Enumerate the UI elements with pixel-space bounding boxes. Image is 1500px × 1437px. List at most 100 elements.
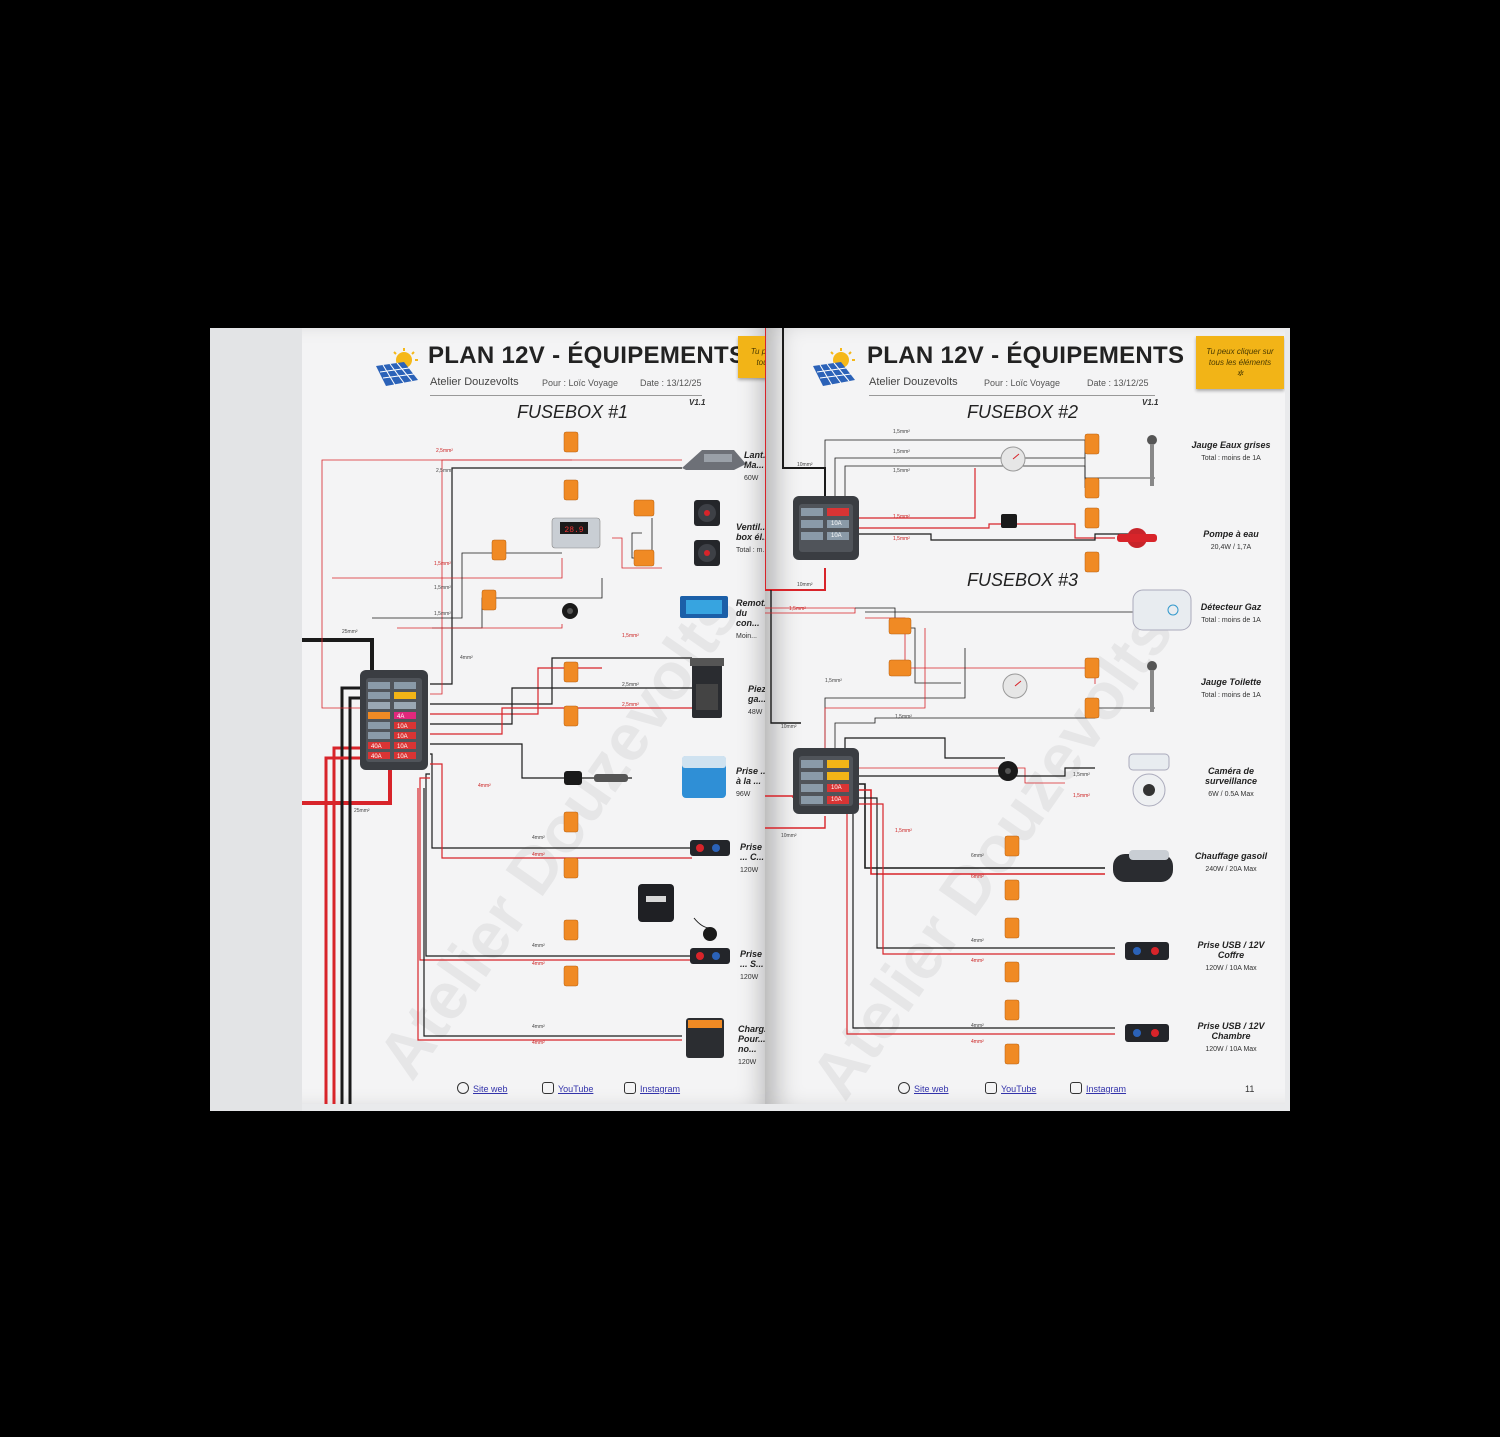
remote-controller-icon[interactable] [680, 596, 728, 618]
youtube-icon [542, 1082, 554, 1094]
wago-connectors [888, 433, 1100, 1065]
wire-gauge-label: 4mm² [532, 943, 545, 949]
wire-gauge-label: 1,5mm² [893, 468, 910, 474]
thermostat-display: 28.9 [564, 526, 583, 535]
wire-gauge-label: 1,5mm² [893, 429, 910, 435]
cooler-box-icon[interactable] [682, 756, 726, 798]
wire-gauge-label: 25mm² [342, 629, 358, 635]
fuse-rating: 40A [371, 744, 382, 750]
usb-adapter-icon[interactable] [693, 917, 717, 941]
fusebox-3-title: FUSEBOX #3 [967, 570, 1079, 590]
switch-icon[interactable] [562, 603, 578, 619]
usb-socket-panel-icon[interactable] [690, 948, 730, 964]
fusebox-1-title: FUSEBOX #1 [517, 402, 629, 422]
equipment-stove[interactable]: Piez... ga...48W [748, 684, 770, 716]
lantern-icon[interactable] [682, 450, 746, 470]
header-divider [869, 395, 1155, 396]
version-label: V1.1 [1142, 398, 1159, 407]
main-battery-cables [302, 638, 392, 1104]
equipment-usb-socket[interactable]: Prise ... C...120W [740, 842, 765, 874]
left-page: Atelier Douzevolts PLAN 12V - ÉQUIPEMENT… [302, 328, 770, 1104]
fuse-rating: 10A [831, 797, 842, 803]
wire-gauge-label: 2,5mm² [436, 468, 453, 474]
wire-gauge-label: 2,5mm² [622, 702, 639, 708]
fusebox-2-3-wiring-diagram [765, 328, 1192, 1065]
wire-gauge-label: 1,5mm² [1073, 772, 1090, 778]
level-sensor-icon[interactable] [1147, 435, 1157, 486]
wire-gauge-label: 25mm² [354, 808, 370, 814]
fusebox-2-title: FUSEBOX #2 [967, 402, 1079, 422]
thermostat-icon[interactable] [551, 517, 601, 549]
wire-gauge-label: 1,5mm² [895, 828, 912, 834]
solar-panel-logo-icon [376, 348, 418, 386]
stove-icon[interactable] [690, 658, 724, 718]
equipment-charger[interactable]: Charg... Pour... no...120W [738, 1024, 770, 1066]
power-station-icon[interactable] [638, 884, 674, 922]
fuse-rating: 10A [397, 724, 408, 730]
fuse-rating: 10A [397, 754, 408, 760]
client-name: Pour : Loïc Voyage [542, 378, 619, 388]
fusebox-2[interactable] [793, 496, 859, 560]
main-feed-cables [765, 328, 856, 829]
level-sensor-icon[interactable] [1147, 661, 1157, 712]
wire-gauge-label: 10mm² [781, 724, 797, 730]
switch-icon[interactable] [998, 761, 1018, 781]
fuse-slots-left [368, 682, 390, 759]
globe-icon [898, 1082, 910, 1094]
wire-gauge-label: 4mm² [532, 1040, 545, 1046]
fusebox-3[interactable] [793, 748, 859, 814]
wire-gauge-label: 4mm² [532, 852, 545, 858]
fan-icon[interactable] [694, 540, 720, 566]
fan-icon[interactable] [694, 500, 720, 526]
globe-icon [457, 1082, 469, 1094]
site-link[interactable]: Site web [898, 1082, 949, 1094]
youtube-link[interactable]: YouTube [985, 1082, 1036, 1094]
cigarette-socket-icon[interactable] [564, 771, 628, 785]
gauge-icon[interactable] [1000, 446, 1026, 472]
surveillance-camera-icon[interactable] [1128, 753, 1170, 807]
usb-socket-panel-icon[interactable] [690, 840, 730, 856]
equipment-fan[interactable]: Ventil... box él...Total : m... [736, 522, 770, 554]
site-link[interactable]: Site web [457, 1082, 508, 1094]
wire-gauge-label: 1,5mm² [622, 633, 639, 639]
youtube-link[interactable]: YouTube [542, 1082, 593, 1094]
water-pump-icon[interactable] [1117, 528, 1157, 548]
gauge-icon[interactable] [1002, 673, 1028, 699]
gas-detector-icon[interactable] [1132, 589, 1192, 631]
fuse-rating: 40A [371, 754, 382, 760]
fusebox-1[interactable] [360, 670, 428, 770]
wire-gauge-label: 2,5mm² [622, 682, 639, 688]
wire-gauge-label: 1,5mm² [893, 536, 910, 542]
fuse-slots-right [394, 682, 416, 759]
instagram-link[interactable]: Instagram [624, 1082, 680, 1094]
wire-gauge-label: 4mm² [460, 655, 473, 661]
equipment-remote[interactable]: Remot... du con...Moin... [736, 598, 770, 640]
page-title: PLAN 12V - ÉQUIPEMENTS [428, 342, 746, 369]
page-title: PLAN 12V - ÉQUIPEMENTS [867, 342, 1185, 369]
usb-socket-panel-icon[interactable] [1125, 1024, 1169, 1042]
usb-socket-panel-icon[interactable] [1125, 942, 1169, 960]
click-hint-note[interactable]: Tu peux cliquer sur tous les éléments✲ [1196, 336, 1284, 389]
open-booklet: Atelier Douzevolts PLAN 12V - ÉQUIPEMENT… [210, 328, 1290, 1111]
wago-connectors [481, 431, 655, 987]
equipment-lantern[interactable]: Lant... Ma...60W [744, 450, 770, 482]
company-name: Atelier Douzevolts [869, 376, 958, 388]
plan-date: Date : 13/12/25 [640, 378, 702, 388]
equipment-usb-socket[interactable]: Prise ... S...120W [740, 949, 764, 981]
fuse-rating: 10A [397, 744, 408, 750]
wire-gauge-label: 1,5mm² [434, 611, 451, 617]
rocker-switch-icon[interactable] [1001, 514, 1017, 528]
instagram-link[interactable]: Instagram [1070, 1082, 1126, 1094]
diesel-heater-icon[interactable] [1113, 850, 1173, 882]
equipment-cooler-socket[interactable]: Prise ... à la ...96W [736, 766, 769, 798]
portable-battery-icon[interactable] [686, 1018, 724, 1058]
fuse-rating: 10A [831, 521, 842, 527]
